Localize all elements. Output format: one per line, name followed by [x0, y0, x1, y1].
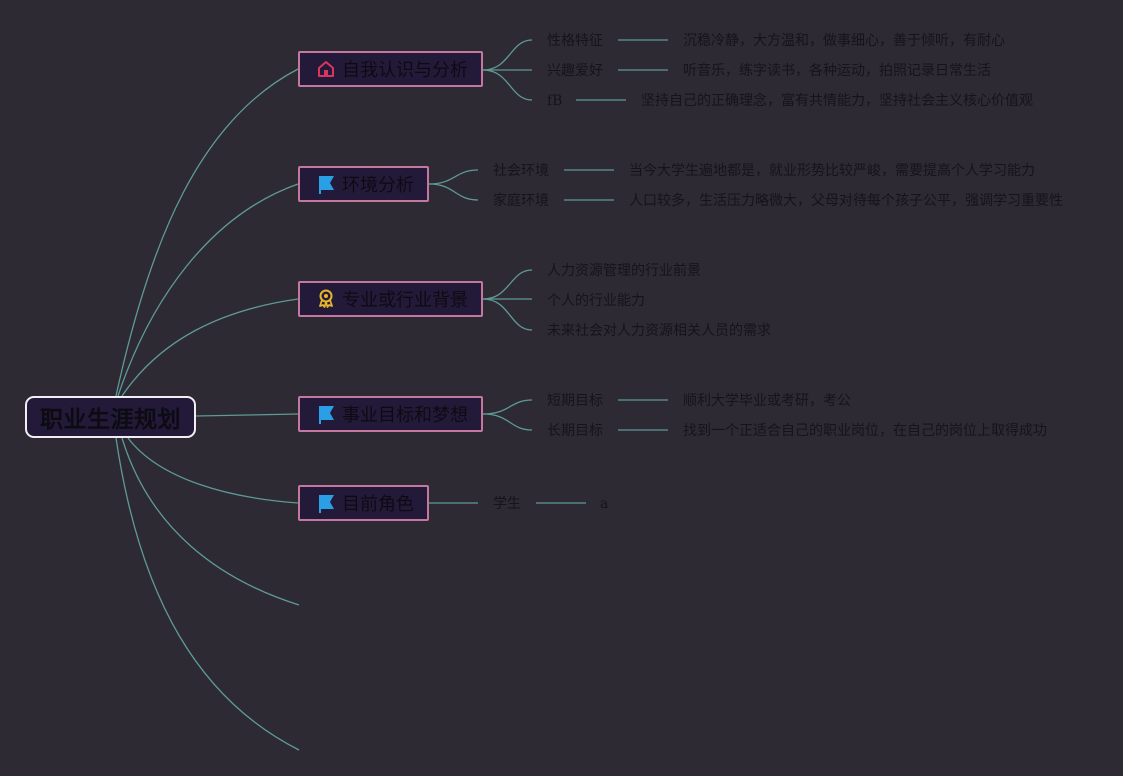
note-family-env[interactable]: 人口较多，生活压力略微大，父母对待每个孩子公平，强调学习重要性	[629, 193, 1063, 209]
connector-root-branch	[121, 437, 300, 606]
connector-root-branch	[127, 437, 299, 504]
branch-label: 事业目标和梦想	[342, 405, 468, 426]
connector-root-branch	[115, 68, 299, 397]
flag-icon	[316, 174, 336, 194]
leaf-personal-ability[interactable]: 个人的行业能力	[547, 293, 645, 309]
leaf-hobbies[interactable]: 兴趣爱好	[547, 63, 603, 79]
connector-branch-leaf	[482, 298, 533, 331]
branch-current-role[interactable]: 目前角色	[298, 485, 429, 521]
note-values[interactable]: 坚持自己的正确理念，富有共情能力，坚持社会主义核心价值观	[641, 93, 1033, 109]
connector-branch-leaf	[482, 413, 533, 431]
branch-label: 自我认识与分析	[342, 60, 468, 81]
leaf-short-term[interactable]: 短期目标	[547, 393, 603, 409]
connector-branch-leaf	[428, 183, 479, 201]
leaf-student[interactable]: 学生	[493, 496, 521, 512]
note-personality[interactable]: 沉稳冷静，大方温和，做事细心，善于倾听，有耐心	[683, 33, 1005, 49]
flag-icon	[316, 404, 336, 424]
connector-root-branch	[121, 298, 299, 397]
connector-root-branch	[115, 437, 300, 751]
leaf-personality[interactable]: 性格特征	[547, 33, 603, 49]
award-icon	[316, 289, 336, 309]
connector-branch-leaf	[428, 169, 479, 185]
leaf-long-term[interactable]: 长期目标	[547, 423, 603, 439]
connector-branch-leaf	[482, 399, 533, 415]
branch-career-goals[interactable]: 事业目标和梦想	[298, 396, 483, 432]
connector-root-branch	[195, 413, 299, 417]
leaf-social-env[interactable]: 社会环境	[493, 163, 549, 179]
branch-label: 目前角色	[342, 494, 414, 515]
branch-label: 环境分析	[342, 175, 414, 196]
note-social-env[interactable]: 当今大学生遍地都是，就业形势比较严峻，需要提高个人学习能力	[629, 163, 1035, 179]
root-label: 职业生涯规划	[40, 407, 181, 433]
branch-label: 专业或行业背景	[342, 290, 468, 311]
connector-branch-leaf	[482, 269, 533, 300]
home-icon	[316, 59, 336, 79]
connector-branch-leaf	[482, 69, 533, 101]
leaf-family-env[interactable]: 家庭环境	[493, 193, 549, 209]
note-student[interactable]: a	[600, 496, 609, 512]
flag-icon	[316, 493, 336, 513]
note-short-term[interactable]: 顺利大学毕业或考研，考公	[683, 393, 851, 409]
connector-root-branch	[117, 183, 299, 397]
leaf-future-demand[interactable]: 未来社会对人力资源相关人员的需求	[547, 323, 771, 339]
note-hobbies[interactable]: 听音乐，练字读书，各种运动，拍照记录日常生活	[683, 63, 991, 79]
branch-self-analysis[interactable]: 自我认识与分析	[298, 51, 483, 87]
note-long-term[interactable]: 找到一个正适合自己的职业岗位，在自己的岗位上取得成功	[683, 423, 1047, 439]
leaf-fb[interactable]: fB	[547, 93, 563, 109]
root-node[interactable]: 职业生涯规划	[25, 396, 196, 438]
branch-industry-background[interactable]: 专业或行业背景	[298, 281, 483, 317]
leaf-industry-prospects[interactable]: 人力资源管理的行业前景	[547, 263, 701, 279]
connector-branch-leaf	[482, 39, 533, 71]
branch-environment[interactable]: 环境分析	[298, 166, 429, 202]
